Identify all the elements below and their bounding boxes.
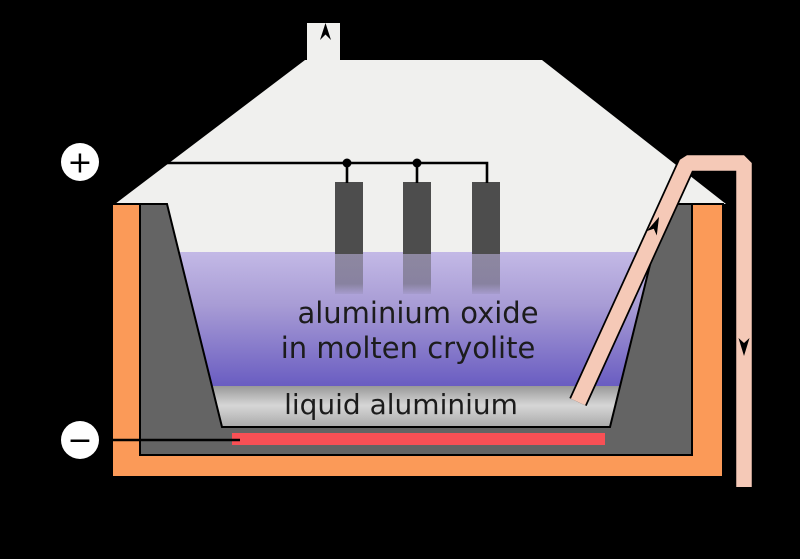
electrolyte-label-line2: in molten cryolite bbox=[281, 331, 536, 365]
anode-1-submerged bbox=[335, 253, 363, 294]
flow-down-arrow-icon bbox=[738, 338, 750, 356]
anode-3 bbox=[472, 182, 500, 254]
anode-2 bbox=[403, 182, 431, 254]
anode-3-submerged bbox=[472, 253, 500, 294]
cathode-bus-bar bbox=[232, 433, 605, 445]
positive-terminal-sign: + bbox=[67, 146, 92, 181]
electrolyte-label-line1: aluminium oxide bbox=[297, 296, 538, 330]
flow-up-arrow-icon bbox=[646, 216, 660, 236]
negative-terminal-sign: − bbox=[67, 423, 92, 458]
wire-junction-dot bbox=[342, 158, 352, 168]
tapping-siphon-tube bbox=[570, 155, 752, 487]
negative-terminal bbox=[61, 421, 99, 459]
fume-hood bbox=[115, 23, 726, 256]
positive-bus-wire bbox=[99, 161, 489, 183]
gas-outlet-up-arrow-icon bbox=[320, 23, 331, 40]
positive-terminal bbox=[61, 143, 99, 181]
anode-1 bbox=[335, 182, 363, 254]
anode-2-submerged bbox=[403, 253, 431, 294]
molten-cryolite-layer bbox=[172, 252, 658, 392]
wire-junction-dot bbox=[412, 158, 422, 168]
liquid-aluminium-layer bbox=[206, 386, 626, 429]
liquid-aluminium-label: liquid aluminium bbox=[284, 388, 518, 421]
